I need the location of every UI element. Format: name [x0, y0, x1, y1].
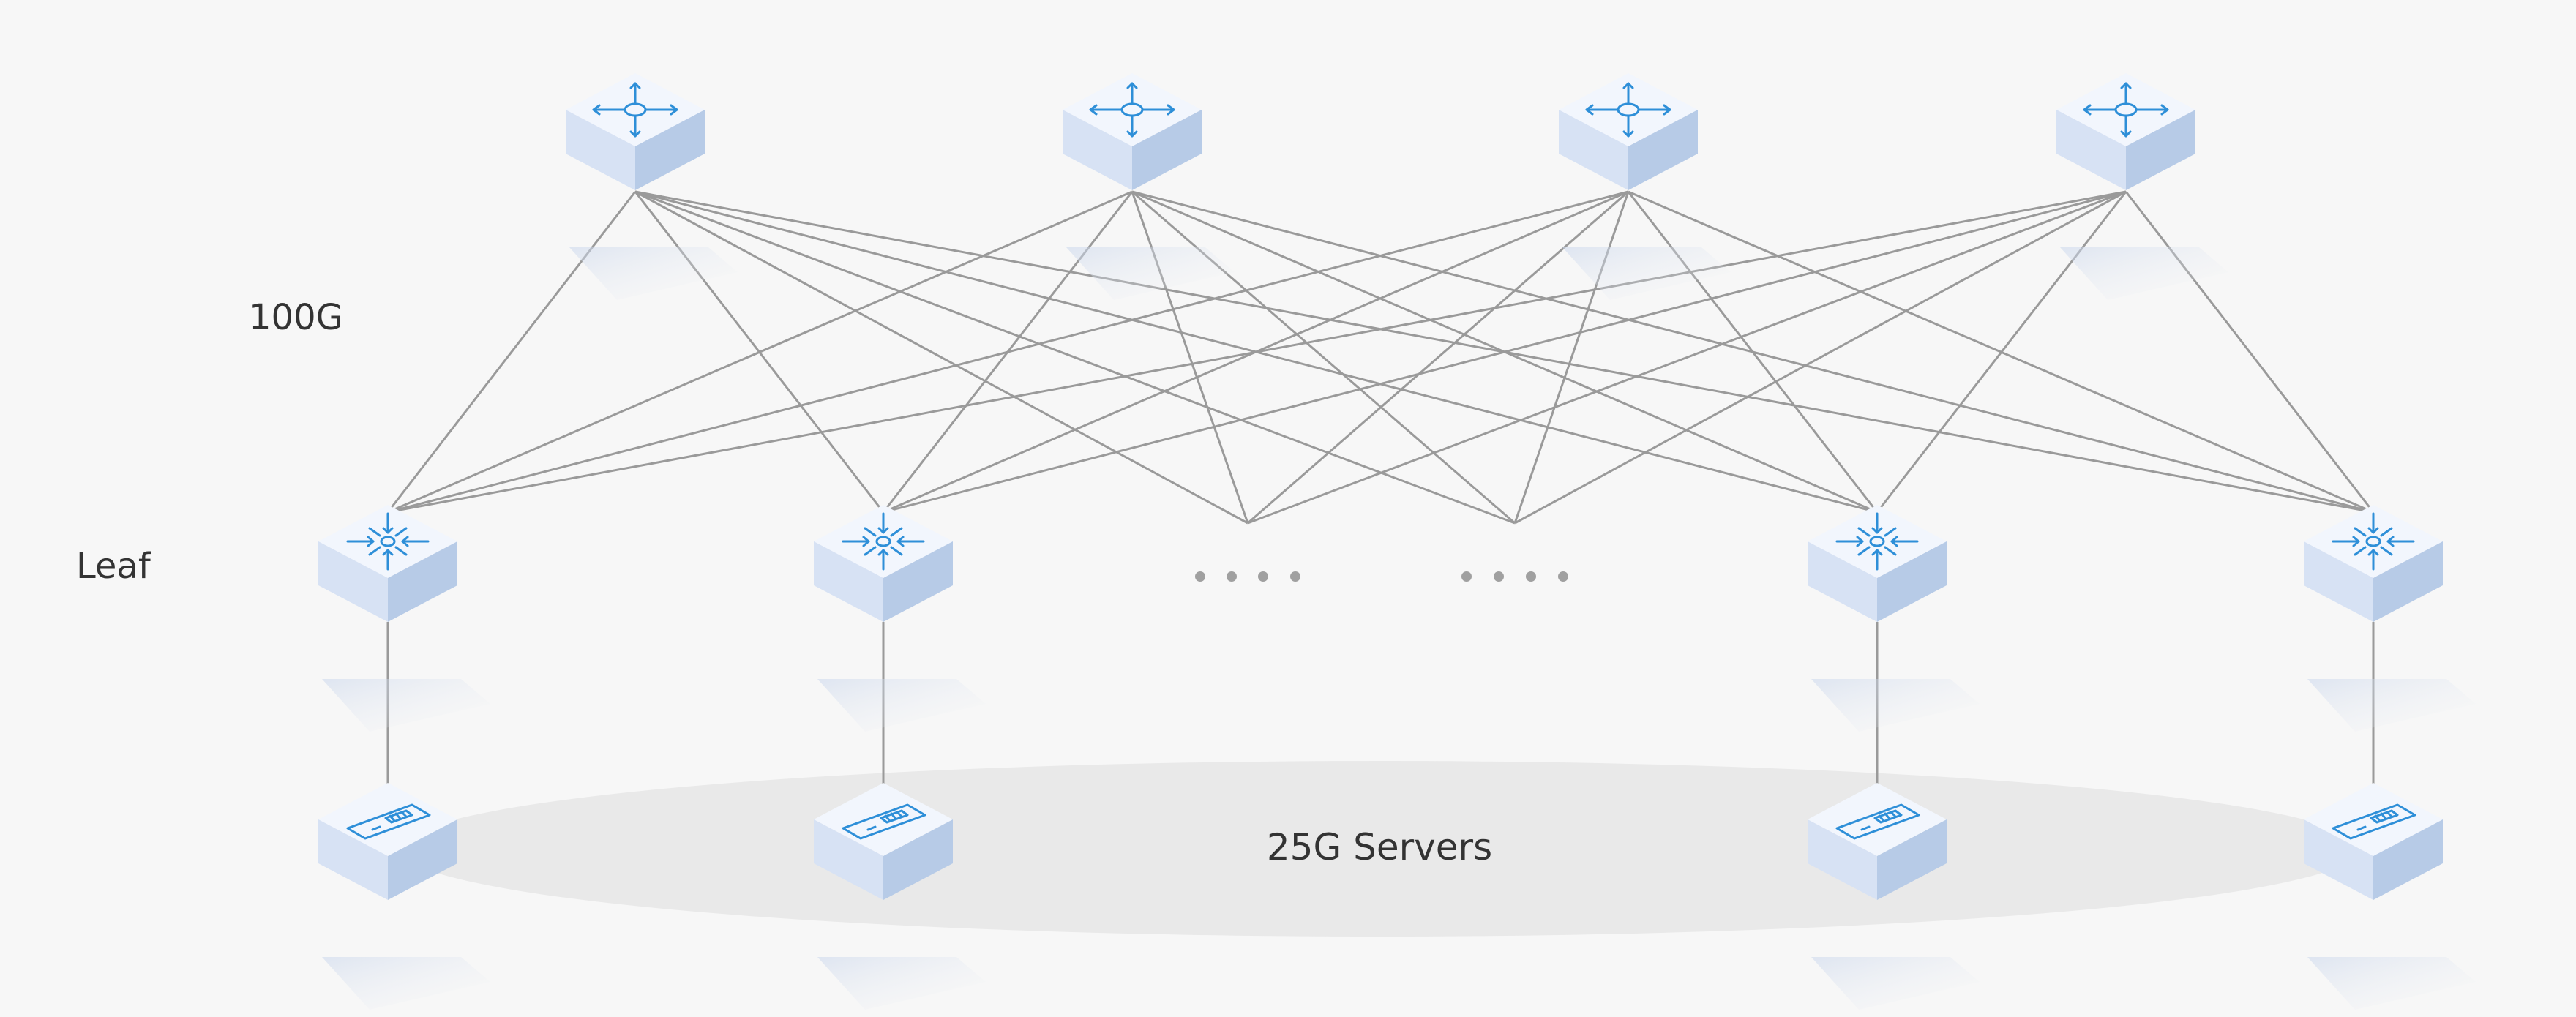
hidden-leaves-ellipsis — [1195, 571, 1568, 582]
spine-hidden-leaf-link — [1513, 191, 1630, 524]
spine-hidden-leaf-link — [634, 190, 1516, 525]
spine-switch-body — [566, 73, 738, 300]
spine-leaf-link — [387, 190, 2127, 514]
link-lines — [386, 190, 2375, 525]
leaf-switch[interactable] — [814, 505, 986, 732]
spine-switch[interactable] — [1559, 73, 1731, 300]
spine-leaf-link — [387, 190, 1629, 514]
ellipsis-dot — [1258, 571, 1268, 582]
leaf-switch[interactable] — [318, 505, 490, 732]
spine-leaf-link — [1876, 191, 2127, 513]
spine-hidden-leaf-link — [1514, 190, 2127, 525]
link-speed-label: 100G — [249, 297, 343, 338]
spine-leaf-link — [1627, 191, 1879, 513]
server-tier-label: 25G Servers — [1267, 826, 1492, 868]
spine-switch[interactable] — [1063, 73, 1235, 300]
ellipsis-dot — [1290, 571, 1300, 582]
spine-leaf-link — [883, 190, 2127, 514]
spine-hidden-leaf-link — [634, 190, 1248, 525]
server[interactable] — [2304, 783, 2476, 1010]
ellipsis-dot — [1227, 571, 1237, 582]
spine-switch-body — [2056, 73, 2228, 300]
ellipsis-dot — [1461, 571, 1472, 582]
ellipsis-dot — [1494, 571, 1504, 582]
leaf-switch[interactable] — [2304, 505, 2476, 732]
spine-leaf-link — [386, 191, 637, 513]
spine-switch[interactable] — [566, 73, 738, 300]
ellipsis-dot — [1195, 571, 1205, 582]
spine-leaf-link — [2124, 191, 2375, 513]
spine-switch[interactable] — [2056, 73, 2228, 300]
ellipsis-dot — [1526, 571, 1536, 582]
ellipsis-dot — [1558, 571, 1568, 582]
spine-hidden-leaf-link — [1247, 190, 2127, 525]
spine-leaf-link — [387, 190, 1133, 514]
spine-hidden-leaf-link — [1131, 191, 1249, 524]
spine-switch-body — [1063, 73, 1235, 300]
spine-switch-body — [1559, 73, 1731, 300]
server[interactable] — [318, 783, 490, 1010]
spine-hidden-leaf-link — [1247, 190, 1629, 525]
spine-hidden-leaf-link — [1131, 190, 1516, 525]
leaf-switch[interactable] — [1808, 505, 1980, 732]
leaf-tier-label: Leaf — [76, 546, 151, 587]
